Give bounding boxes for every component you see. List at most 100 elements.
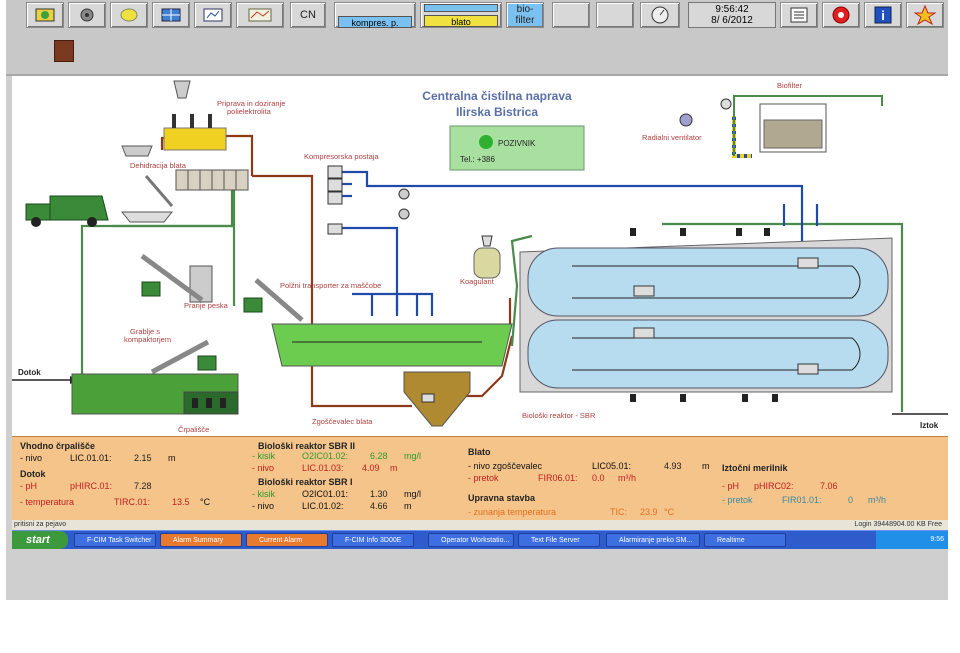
koagulant-pump-icon[interactable] [481,235,493,247]
system-tray: 9:56 [876,531,948,549]
iztocni-pretok-value: 0 [848,495,854,505]
sbr-valves[interactable] [630,228,778,402]
pump-3-icon[interactable] [220,398,226,408]
sbr2-nivo-label: - nivo [252,463,275,473]
polielektrolit-tank[interactable] [163,127,227,151]
status-bar: pritisni za pejavo Login 39448904.00 KB … [12,520,948,530]
koagulant-tank[interactable] [473,247,501,279]
help-sos-button[interactable] [822,2,860,28]
alarm-button[interactable] [906,2,944,28]
pump-2-icon[interactable] [206,398,212,408]
label-koagulant: Koagulant [460,277,495,286]
blato-pretok-unit: m³/h [618,473,636,483]
table-button[interactable] [152,2,190,28]
sand-screw-icon[interactable] [140,253,204,303]
history-icon [203,8,223,22]
sbr2-kisik-label: - kisik [252,451,275,461]
blato-label: blato [424,15,498,27]
dotok-ph-tag: pHIRC.01: [70,481,113,491]
radial-fan-icon[interactable] [679,113,693,127]
label-pranje: Pranje peska [184,301,229,310]
pump-1-icon[interactable] [192,398,198,408]
sbr2-kisik-unit: mg/l [404,451,422,461]
report-button[interactable] [780,2,818,28]
sbr2-kisik-value: 6.28 [370,451,388,461]
pozivnik-box[interactable] [449,125,585,171]
info-icon: i [874,6,892,24]
sbr-2-basin[interactable] [527,247,889,317]
truck-icon [25,195,109,227]
upravna-title: Upravna stavba [468,493,536,503]
thickener-mixer-icon [421,393,435,403]
task-6[interactable]: Alarmiranje preko SM... [606,533,700,547]
sbr2-nivo-unit: m [390,463,398,473]
plant-title-2: Ilirska Bistrica [456,105,538,119]
pozivnik-label: POZIVNIK [498,139,536,148]
sbr1-kisik-tag: O2IC01.01: [302,489,349,499]
task-4[interactable]: Operator Workstatio... [428,533,514,547]
biofilter-button[interactable]: bio- filter [506,2,544,28]
screen-compactor-icon[interactable] [150,339,210,375]
mixer-1-icon [172,114,176,128]
screen-bin [197,355,217,371]
task-0[interactable]: F-CIM Task Switcher [74,533,156,547]
label-crpalisce: Črpališče [178,425,209,434]
dotok-temp-tag: TIRC.01: [114,497,151,507]
biofilter-duct [732,116,752,158]
vhodno-label: - nivo [20,453,43,463]
start-button[interactable]: start [12,531,68,549]
blato-nivo-unit: m [702,461,710,471]
biofilter-fan-icon[interactable] [720,98,732,110]
lamp-icon [120,8,138,22]
sbr-2-mixer-1[interactable] [633,285,655,297]
stop-indicator[interactable] [54,40,74,62]
task-1[interactable]: Alarm Summary [160,533,242,547]
iztocni-pretok-label: - pretok [722,495,753,505]
dotok-title: Dotok [20,469,46,479]
fat-screw-icon[interactable] [254,278,304,322]
cn-button[interactable]: CN [290,2,326,28]
compressor-group[interactable] [327,165,343,235]
info-button[interactable]: i [864,2,902,28]
iztocni-title: Iztočni merilnik [722,463,788,473]
table-icon [161,8,181,22]
svg-text:i: i [881,8,885,23]
hopper-icon[interactable] [173,80,191,99]
sbr-1-basin[interactable] [527,319,889,389]
label-grablje-1: Grablje s [130,327,160,336]
pump-button[interactable] [68,2,106,28]
label-priprava: Priprava in doziranje [217,99,285,108]
gauge-button[interactable] [640,2,680,28]
label-dehidracija: Dehidracija blata [130,161,187,170]
blower-2-icon[interactable] [398,208,410,220]
blank-button-2[interactable] [596,2,634,28]
lifebuoy-icon [832,6,850,24]
thickener-tank[interactable] [403,371,471,427]
blower-1-icon[interactable] [398,188,410,200]
grit-channel[interactable] [271,323,513,367]
history-button[interactable] [194,2,232,28]
sbr2-kisik-tag: O2IC01.02: [302,451,349,461]
dosing-pump-icon[interactable] [121,145,153,157]
sbr-1-mixer-1[interactable] [633,327,655,339]
label-radialni: Radialni ventilator [642,133,702,142]
trend-button[interactable] [236,2,284,28]
task-7[interactable]: Realtime [704,533,786,547]
status-right: Login 39448904.00 KB Free [854,521,942,528]
sbr1-kisik-unit: mg/l [404,489,422,499]
biofilter-label-2: filter [515,15,535,26]
home-button[interactable] [26,2,64,28]
blato-nivo-value: 4.93 [664,461,682,471]
sbr-1-mixer-2[interactable] [797,363,819,375]
dotok-ph-value: 7.28 [134,481,152,491]
sbr-2-mixer-2[interactable] [797,257,819,269]
lemon-button[interactable] [110,2,148,28]
task-2[interactable]: Current Alarm [246,533,328,547]
conveyor-icon[interactable] [144,175,174,207]
task-5[interactable]: Text File Server [518,533,600,547]
label-grablje-2: kompaktorjem [124,335,171,344]
task-3[interactable]: F-CIM Info 3D00E [332,533,414,547]
blank-button-1[interactable] [552,2,590,28]
toolbar: CN kompres. p. blato bio- filter 9:56:42… [6,0,948,76]
biofilter-line [733,95,883,156]
